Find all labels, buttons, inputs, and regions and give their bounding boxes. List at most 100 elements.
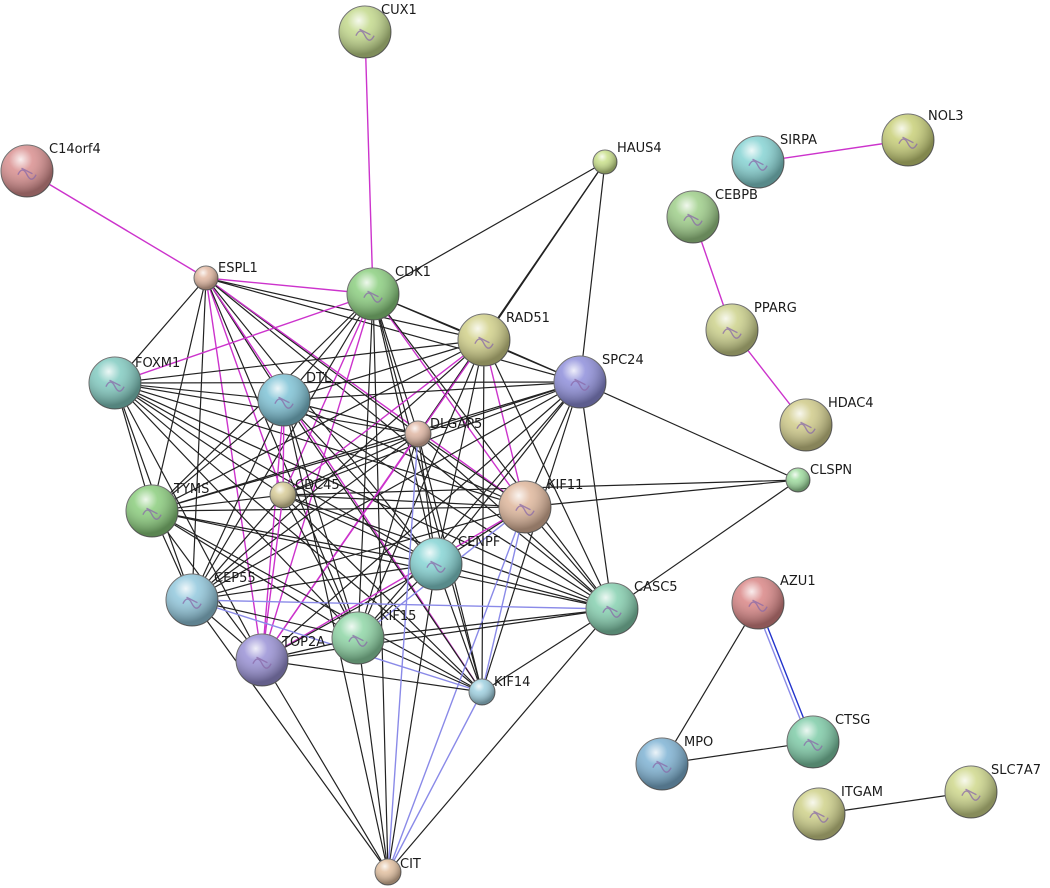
- edge-espl1-cdk1: [205, 277, 374, 295]
- edge-casc5-cit: [387, 608, 613, 873]
- edge-espl1-kif15: [205, 277, 359, 639]
- node-ctsg[interactable]: CTSG: [786, 713, 870, 769]
- protein-structure-icon: [426, 560, 446, 573]
- protein-structure-icon: [570, 378, 590, 391]
- node-label: C14orf4: [49, 142, 101, 157]
- node-dlgap5[interactable]: DLGAP5: [404, 417, 482, 448]
- node-cdk1[interactable]: CDK1: [346, 265, 431, 321]
- node-label: TOP2A: [281, 635, 325, 650]
- edge-haus4-spc24: [579, 161, 606, 383]
- edge-rad51-dtl: [283, 339, 485, 401]
- edge-foxm1-casc5: [114, 382, 613, 610]
- node-foxm1[interactable]: FOXM1: [88, 356, 180, 410]
- node-tyms[interactable]: TYMS: [125, 482, 209, 538]
- node-c14orf4[interactable]: C14orf4: [0, 142, 101, 198]
- edge-cep55-kif15: [191, 599, 359, 639]
- edge-dlgap5-cit: [387, 433, 419, 873]
- node-espl1[interactable]: ESPL1: [193, 261, 258, 291]
- edge-rad51-kif11: [483, 339, 526, 508]
- edge-spc24-cenpf: [435, 381, 581, 565]
- node-label: CASC5: [634, 580, 678, 595]
- node-kif15[interactable]: KIF15: [331, 609, 416, 665]
- edge-top2a-kif14: [261, 659, 483, 693]
- node-cux1[interactable]: CUX1: [338, 3, 417, 59]
- node-gloss: [786, 468, 810, 492]
- node-label: FOXM1: [135, 356, 180, 371]
- edge-cdk1-cit: [372, 293, 389, 873]
- node-label: ITGAM: [841, 785, 883, 800]
- node-label: CLSPN: [810, 463, 852, 478]
- node-cep55[interactable]: CEP55: [165, 571, 256, 627]
- protein-structure-icon: [363, 290, 383, 303]
- edge-haus4-cdk1: [372, 161, 606, 295]
- node-label: AZU1: [780, 574, 816, 589]
- protein-structure-icon: [748, 599, 768, 612]
- node-sirpa[interactable]: SIRPA: [731, 133, 817, 189]
- node-mpo[interactable]: MPO: [635, 735, 713, 791]
- node-cebpb[interactable]: CEBPB: [666, 188, 758, 244]
- edge-kif11-top2a: [261, 506, 526, 661]
- protein-structure-icon: [17, 167, 37, 180]
- protein-structure-icon: [809, 810, 829, 823]
- edge-spc24-kif14: [481, 381, 581, 693]
- node-kif11[interactable]: KIF11: [498, 478, 583, 534]
- protein-structure-icon: [515, 503, 535, 516]
- node-rad51[interactable]: RAD51: [457, 311, 550, 367]
- protein-structure-icon: [355, 28, 375, 41]
- node-label: TYMS: [173, 482, 209, 497]
- node-gloss: [194, 266, 218, 290]
- node-label: CEP55: [214, 571, 256, 586]
- node-label: DTL: [306, 371, 332, 386]
- node-top2a[interactable]: TOP2A: [235, 633, 325, 687]
- edge-espl1-spc24: [205, 277, 581, 383]
- protein-structure-icon: [182, 596, 202, 609]
- node-cenpf[interactable]: CENPF: [409, 535, 500, 591]
- node-cit[interactable]: CIT: [374, 857, 421, 886]
- edge-casc5-clspn: [611, 479, 799, 610]
- edge-rad51-cenpf: [435, 339, 485, 565]
- node-dtl[interactable]: DTL: [257, 371, 332, 427]
- edge-spc24-kif15: [357, 381, 581, 639]
- node-label: CIT: [400, 857, 421, 872]
- node-casc5[interactable]: CASC5: [585, 580, 678, 636]
- protein-structure-icon: [474, 336, 494, 349]
- edge-cenpf-casc5: [435, 563, 613, 610]
- node-slc7a7[interactable]: SLC7A7: [944, 763, 1041, 819]
- node-itgam[interactable]: ITGAM: [792, 785, 883, 841]
- node-nol3[interactable]: NOL3: [881, 109, 963, 167]
- node-cdc45[interactable]: CDC45: [269, 478, 340, 509]
- edge-kif11-clspn: [524, 479, 799, 508]
- node-label: ESPL1: [218, 261, 258, 276]
- node-clspn[interactable]: CLSPN: [785, 463, 852, 493]
- node-haus4[interactable]: HAUS4: [592, 141, 662, 175]
- node-spc24[interactable]: SPC24: [553, 353, 644, 409]
- protein-structure-icon: [348, 634, 368, 647]
- protein-structure-icon: [796, 421, 816, 434]
- protein-structure-icon: [961, 788, 981, 801]
- edge-top2a-cit: [261, 659, 389, 873]
- node-kif14[interactable]: KIF14: [468, 675, 530, 706]
- edge-cenpf-cit: [387, 563, 437, 873]
- protein-structure-icon: [105, 379, 125, 392]
- node-label: HAUS4: [617, 141, 662, 156]
- node-label: KIF15: [380, 609, 416, 624]
- node-label: SPC24: [602, 353, 644, 368]
- node-pparg[interactable]: PPARG: [705, 301, 797, 357]
- edge-espl1-kif14: [205, 277, 483, 693]
- node-gloss: [469, 679, 495, 705]
- edge-azu1-mpo: [661, 602, 759, 765]
- node-label: KIF14: [494, 675, 530, 690]
- edge-dtl-tyms: [151, 399, 285, 512]
- edge-kif11-kif14: [481, 506, 526, 693]
- node-label: CENPF: [458, 535, 500, 550]
- edge-espl1-tyms: [151, 277, 207, 512]
- edge-kif11-cit: [387, 506, 526, 873]
- edge-foxm1-spc24: [114, 381, 581, 384]
- edge-espl1-kif11: [205, 277, 526, 508]
- node-hdac4[interactable]: HDAC4: [779, 396, 874, 452]
- edge-spc24-tyms: [151, 381, 581, 512]
- node-label: MPO: [684, 735, 713, 750]
- node-azu1[interactable]: AZU1: [731, 574, 816, 630]
- edge-espl1-rad51: [205, 277, 485, 341]
